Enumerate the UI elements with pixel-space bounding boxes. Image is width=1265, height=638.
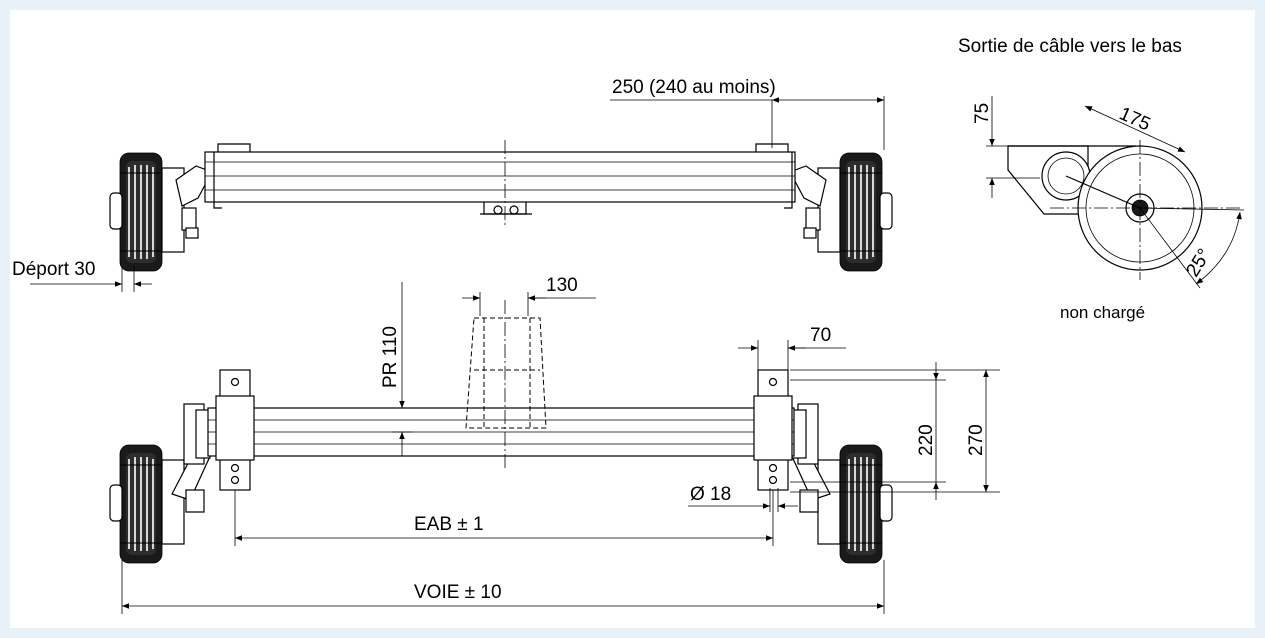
label-70: 70 [810,325,831,346]
label-eab: EAB ± 1 [414,514,484,535]
label-220: 220 [916,424,937,456]
dimension-voie: VOIE ± 10 [121,560,885,614]
label-130: 130 [546,275,578,296]
top-axle-view [109,140,893,272]
drawing-sheet [10,10,1255,628]
label-270: 270 [966,424,987,456]
label-75: 75 [972,103,993,124]
side-view: Sortie de câble vers le bas 75 175 25° n… [958,36,1245,322]
label-offset: Déport 30 [12,259,95,280]
dimension-220-270: 220 270 [790,362,1000,500]
label-250: 250 (240 au moins) [612,77,776,98]
dimension-250: 250 (240 au moins) [610,77,885,150]
label-cable-exit: Sortie de câble vers le bas [958,36,1182,57]
label-unloaded: non chargé [1060,303,1145,322]
dimension-eab: EAB ± 1 [234,490,774,546]
dimension-offset: Déport 30 [12,259,152,292]
dimension-130: 130 [462,275,596,316]
dimension-d18: Ø 18 [688,484,798,512]
label-pr110: PR 110 [380,326,401,388]
label-voie: VOIE ± 10 [414,582,502,603]
bottom-axle-view [109,300,893,564]
top-left-wheel [119,152,163,272]
dimension-pr110: PR 110 [380,282,412,456]
bottom-left-wheel [119,444,163,564]
bottom-right-wheel [839,444,883,564]
label-d18: Ø 18 [690,484,731,505]
top-right-wheel [839,152,883,272]
dimension-70: 70 [738,325,846,370]
